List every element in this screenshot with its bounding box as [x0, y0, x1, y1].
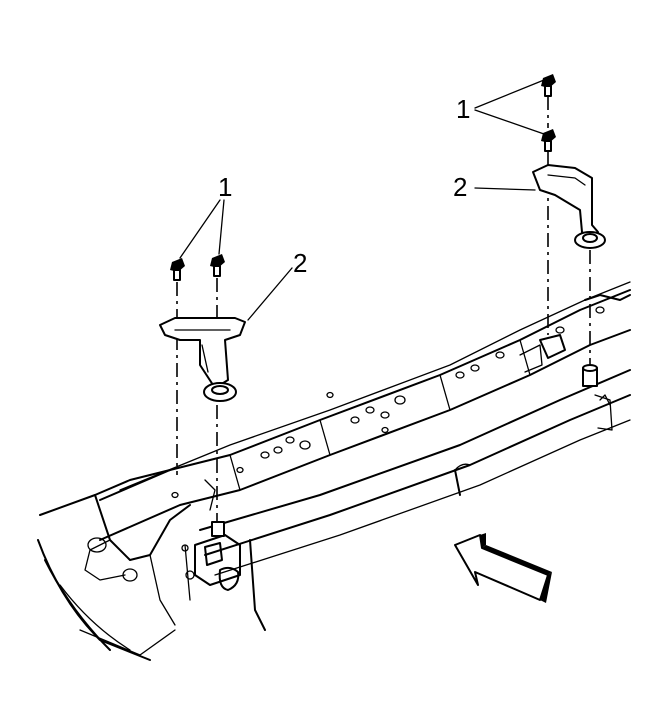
left-bracket-assembly	[159, 254, 246, 537]
right-bolt-2	[541, 129, 556, 152]
right-bolt-1	[541, 74, 556, 97]
callout-leaders	[179, 79, 545, 321]
callout-bracket-left: 2	[293, 248, 307, 278]
right-bracket-assembly	[532, 74, 606, 387]
callout-bolt-right: 1	[456, 94, 470, 124]
callout-bracket-right: 2	[453, 172, 467, 202]
left-bolt-1	[170, 258, 185, 281]
left-bolt-2	[210, 254, 225, 277]
radiator-support	[37, 281, 631, 661]
front-arrow-icon	[454, 533, 552, 603]
callout-bolt-left: 1	[218, 172, 232, 202]
